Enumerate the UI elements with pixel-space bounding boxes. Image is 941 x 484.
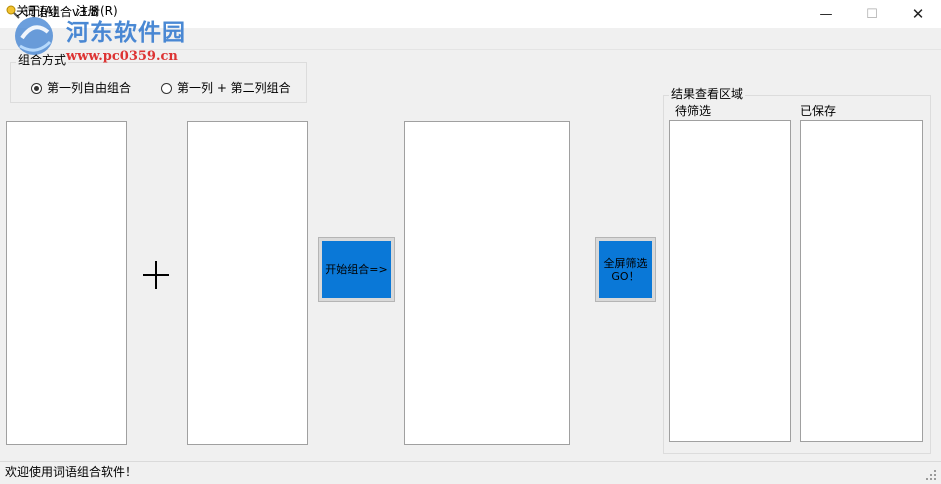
column1-word-list[interactable]: [6, 121, 127, 445]
status-message: 欢迎使用词语组合软件！: [5, 465, 138, 479]
menu-item-about[interactable]: 关于(A): [16, 4, 58, 18]
app-icon: [6, 5, 20, 19]
menu-bar: [0, 28, 941, 50]
full-screen-go-label: GO！: [611, 269, 640, 283]
resize-grip-icon[interactable]: [924, 468, 938, 482]
plus-operator-icon: [143, 261, 169, 289]
radio-column1-free[interactable]: 第一列自由组合: [31, 80, 131, 96]
start-combine-button[interactable]: 开始组合=>: [318, 237, 395, 302]
full-screen-filter-label: 全屏筛选: [603, 256, 648, 270]
combine-mode-legend: 组合方式: [16, 52, 69, 68]
radio-unchecked-icon[interactable]: [161, 82, 172, 94]
watermark-url: www.pc0359.cn: [66, 49, 178, 64]
close-button[interactable]: ✕: [911, 5, 925, 23]
results-view-legend: 结果查看区域: [669, 86, 746, 102]
column2-word-list[interactable]: [187, 121, 308, 445]
radio-column1-plus-column2[interactable]: 第一列 + 第二列组合: [161, 80, 291, 96]
full-screen-filter-button[interactable]: 全屏筛选 GO！: [595, 237, 656, 302]
title-bar[interactable]: [0, 0, 941, 28]
results-view-group: [663, 95, 931, 454]
window-title: 词语组合v3.8: [24, 5, 99, 19]
pending-filter-list[interactable]: [669, 120, 791, 442]
combine-mode-group: [10, 62, 307, 103]
minimize-button[interactable]: —: [819, 6, 833, 22]
radio-label: 第一列自由组合: [47, 81, 132, 95]
maximize-button[interactable]: ☐: [866, 6, 878, 22]
saved-list[interactable]: [800, 120, 923, 442]
watermark-site-name: 河东软件园: [66, 19, 186, 46]
combined-result-list[interactable]: [404, 121, 570, 445]
pending-label: 待筛选: [675, 104, 712, 118]
status-bar: [0, 461, 941, 484]
radio-label: 第一列 + 第二列组合: [177, 81, 291, 95]
start-combine-label: 开始组合=>: [325, 263, 388, 276]
saved-label: 已保存: [800, 104, 837, 118]
radio-checked-icon[interactable]: [31, 82, 42, 94]
menu-item-register[interactable]: 注册(R): [76, 4, 118, 18]
